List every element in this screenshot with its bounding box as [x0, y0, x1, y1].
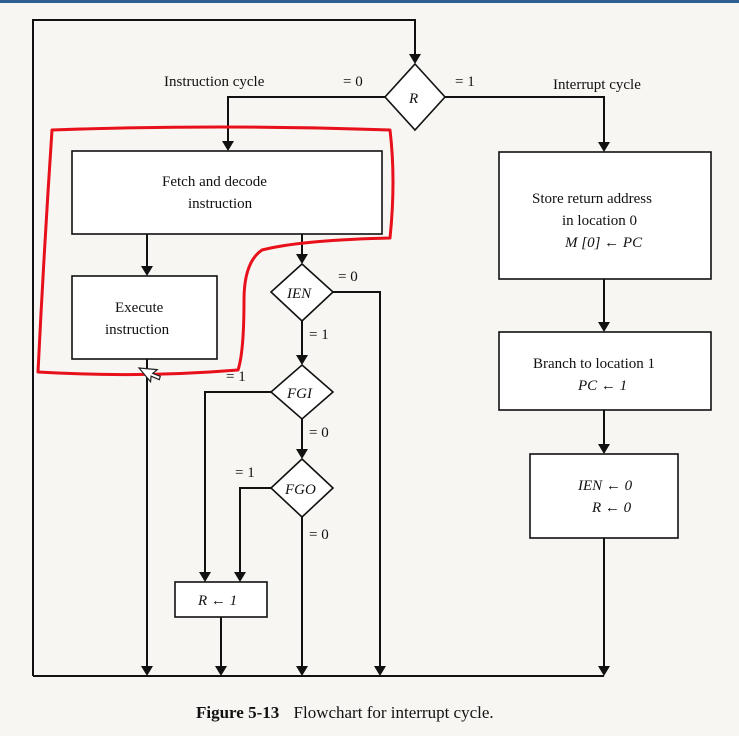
fgo-one-line: [239, 487, 271, 576]
arrowhead-clear-bottom: [598, 666, 610, 676]
arrowhead-into-branch: [598, 322, 610, 332]
decision-fgo-zero-label: = 0: [309, 527, 329, 543]
arrowhead-into-ien: [296, 254, 308, 264]
figure-caption-label: Figure 5-13: [196, 703, 279, 722]
fetch-decode-box: [71, 150, 383, 235]
fetch-line-1: Fetch and decode: [162, 174, 267, 190]
store-line-1: Store return address: [532, 191, 652, 207]
arrowhead-into-fetch: [222, 141, 234, 151]
arrowhead-into-fgi: [296, 355, 308, 365]
arrowhead-fgi-rset: [199, 572, 211, 582]
arrowhead-into-fgo: [296, 449, 308, 459]
r-right-line: [445, 96, 605, 146]
red-highlight-outline: [36, 125, 395, 377]
decision-fgi-label: FGI: [286, 386, 313, 402]
arrowhead-setr-bottom: [215, 666, 227, 676]
store-line-2: in location 0: [562, 213, 637, 229]
fgi-one-line: [204, 391, 271, 576]
figure-caption-title: Flowchart for interrupt cycle.: [294, 703, 494, 722]
fetch-line-2: instruction: [188, 196, 253, 212]
decision-ien-one-label: = 1: [309, 327, 329, 343]
ien-zero-line: [333, 291, 381, 672]
instruction-cycle-label: Instruction cycle: [164, 74, 265, 90]
clear-line-1: IEN ← 0: [577, 478, 633, 494]
decision-r: [383, 62, 447, 132]
arrowhead-into-store: [598, 142, 610, 152]
window-top-border: [0, 0, 739, 3]
cursor-arrow-icon: [137, 367, 162, 384]
store-line-3: M [0] ← PC: [564, 235, 643, 251]
arrowhead-ien-bottom: [374, 666, 386, 676]
execute-line-1: Execute: [115, 300, 164, 316]
decision-ien-label: IEN: [286, 286, 312, 302]
branch-line-1: Branch to location 1: [533, 356, 655, 372]
arrowhead-into-clear: [598, 444, 610, 454]
execute-box: [71, 275, 218, 360]
decision-fgi-one-label: = 1: [226, 369, 246, 385]
clear-line-2: R ← 0: [591, 500, 632, 516]
r-left-line: [227, 96, 385, 145]
set-r-box: [174, 581, 268, 618]
arrowhead-fgo-rset: [234, 572, 246, 582]
arrowhead-into-execute: [141, 266, 153, 276]
decision-ien-zero-label: = 0: [338, 269, 358, 285]
arrowhead-execute-bottom: [141, 666, 153, 676]
decision-r-label: R: [408, 91, 418, 107]
set-r-text: R ← 1: [197, 593, 237, 609]
arrowhead-fgo-bottom: [296, 666, 308, 676]
store-return-box: [498, 151, 712, 280]
decision-fgi-zero-label: = 0: [309, 425, 329, 441]
clear-flags-box: [529, 453, 679, 539]
decision-r-zero-label: = 0: [343, 74, 363, 90]
decision-fgo-one-label: = 1: [235, 465, 255, 481]
arrowhead-into-r: [409, 54, 421, 64]
interrupt-cycle-label: Interrupt cycle: [553, 77, 641, 93]
main-loop-line: [32, 19, 416, 676]
decision-fgo-label: FGO: [284, 482, 316, 498]
decision-r-one-label: = 1: [455, 74, 475, 90]
figure-caption: Figure 5-13 Flowchart for interrupt cycl…: [196, 703, 494, 722]
branch-line-2: PC ← 1: [577, 378, 627, 394]
execute-line-2: instruction: [105, 322, 170, 338]
